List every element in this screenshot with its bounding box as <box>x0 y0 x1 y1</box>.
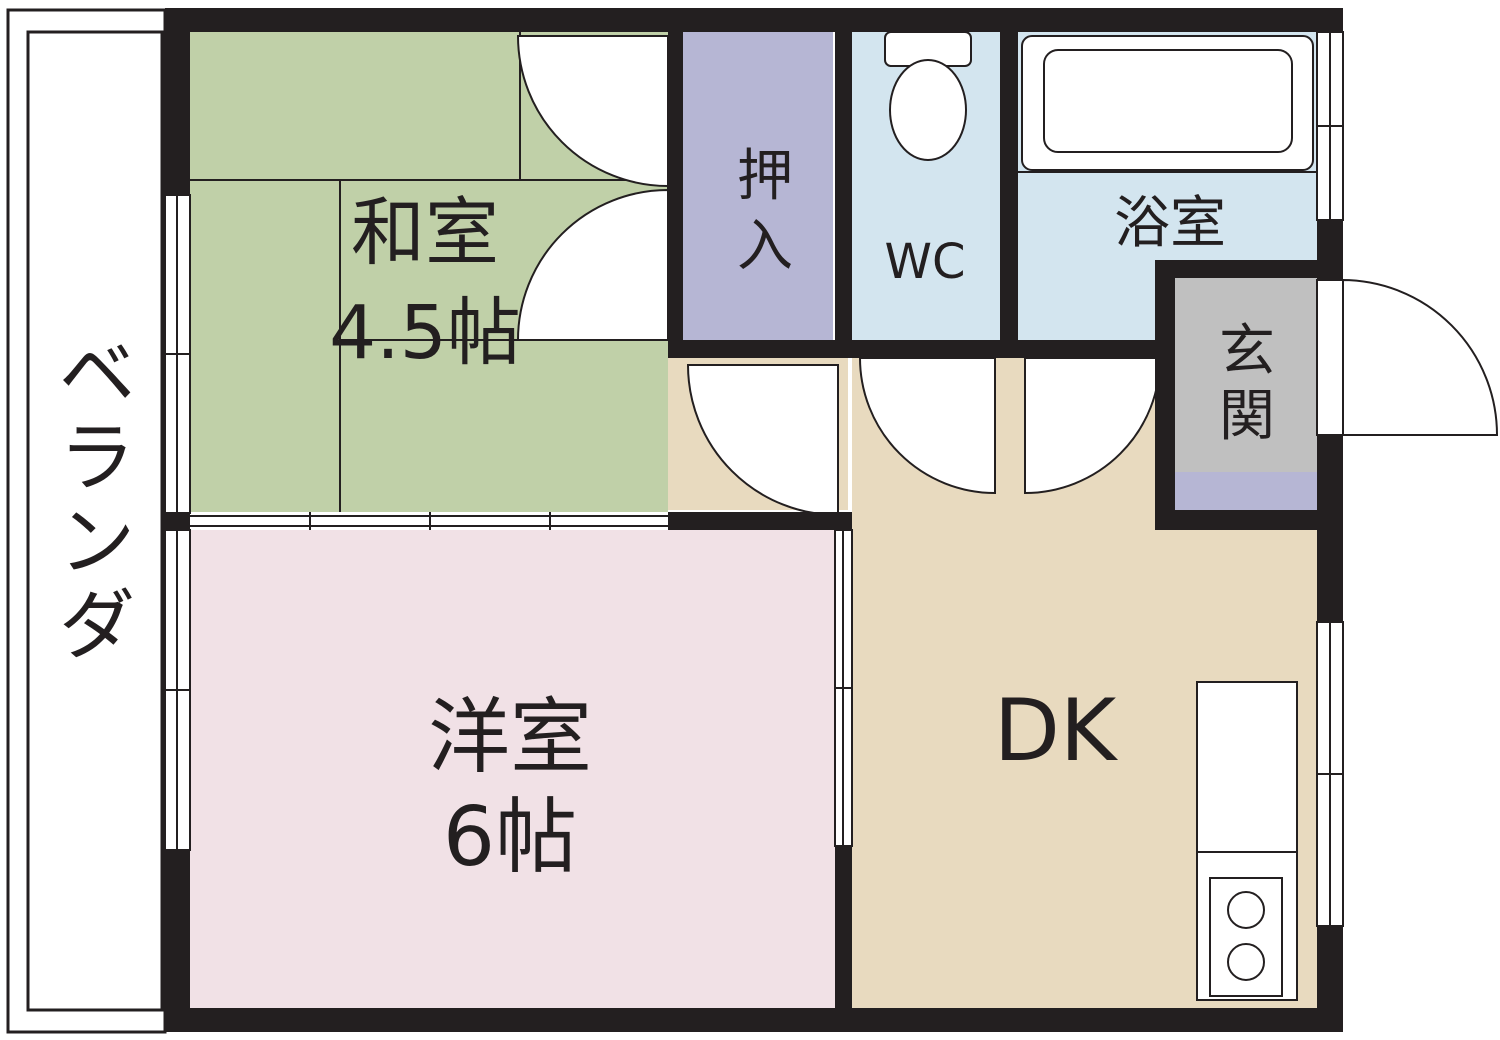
balcony-name: ベランダ <box>59 329 135 670</box>
wall-youshitsu-top <box>668 512 848 530</box>
fixtures <box>884 31 1317 1001</box>
balcony-inner <box>26 30 164 1012</box>
bathtub-inner <box>1043 49 1293 153</box>
oshiire-line1: 押 <box>737 144 793 209</box>
bath-name: 浴室 <box>1114 191 1226 256</box>
wc-name: WC <box>885 234 966 290</box>
balcony-char: ラ <box>59 413 135 502</box>
toilet-bowl <box>889 59 967 161</box>
shoe-box <box>1175 472 1317 510</box>
windows <box>164 31 1344 927</box>
oshiire-floor <box>683 32 833 340</box>
wall-top <box>165 8 1343 32</box>
genkan-floor <box>1175 278 1317 472</box>
washitsu-size: 4.5帖 <box>329 290 521 376</box>
balcony-char: ン <box>59 497 135 586</box>
burner-2 <box>1227 943 1265 981</box>
genkan-line1: 玄 <box>1219 319 1275 384</box>
wall-left <box>165 8 190 1032</box>
balcony <box>6 8 167 1034</box>
entrance-door <box>1341 278 1499 436</box>
washitsu-name: 和室 <box>351 190 499 276</box>
burner-1 <box>1227 891 1265 929</box>
wall-bottom <box>165 1008 1343 1032</box>
wall-genkan-top <box>1155 260 1317 278</box>
wall-oshiire-left <box>668 32 683 358</box>
wall-genkan-left <box>1155 260 1175 530</box>
oshiire-doors <box>516 35 669 341</box>
wall-wc-right <box>1000 32 1018 358</box>
dk-name: DK <box>994 681 1119 781</box>
wc-door <box>858 357 996 495</box>
room-labels: 和室 4.5帖 洋室 6帖 DK 押 入 WC 浴室 玄 関 ベランダ <box>59 144 1275 885</box>
wall-genkan-bottom <box>1155 510 1317 530</box>
wall-mid-horizontal <box>668 340 1168 358</box>
sliding-door-track <box>190 512 668 530</box>
genkan-line2: 関 <box>1219 384 1275 449</box>
youshitsu-floor <box>190 530 835 1008</box>
oshiire-line2: 入 <box>737 214 793 279</box>
balcony-char: ダ <box>59 581 135 670</box>
wall-oshiire-right <box>835 32 852 358</box>
balcony-char: ベ <box>59 329 135 418</box>
youshitsu-size: 6帖 <box>443 790 577 885</box>
door-swings <box>686 278 1499 517</box>
youshitsu-name: 洋室 <box>428 690 592 785</box>
entrance-opening <box>1316 279 1344 436</box>
